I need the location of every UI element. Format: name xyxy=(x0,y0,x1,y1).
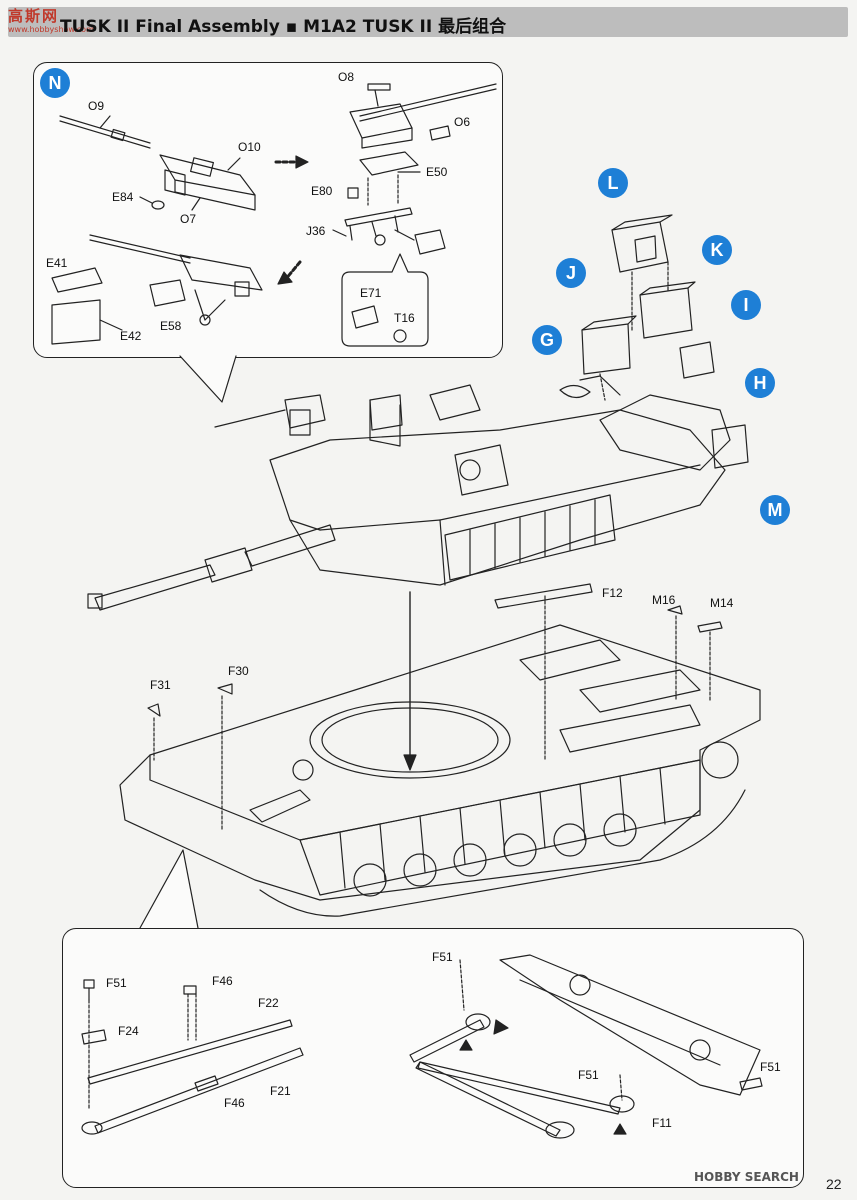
part-label: E41 xyxy=(46,256,68,270)
part-f31 xyxy=(147,703,161,717)
part-label: T16 xyxy=(394,311,415,325)
part-label: F24 xyxy=(118,1024,139,1038)
part-e50 xyxy=(359,151,419,176)
part-label: F46 xyxy=(212,974,233,988)
mg-receiver-o10 xyxy=(159,154,256,211)
part-e41 xyxy=(51,267,103,293)
step-marker-m: M xyxy=(760,495,790,525)
part-m16 xyxy=(667,605,683,615)
part-label: E58 xyxy=(160,319,182,333)
mount-j36 xyxy=(332,187,413,246)
arrow-right-icon xyxy=(274,155,309,169)
part-label: E84 xyxy=(112,190,134,204)
part-label: O7 xyxy=(180,212,197,226)
part-m14 xyxy=(697,621,723,633)
part-label: F12 xyxy=(602,586,623,600)
part-label: E50 xyxy=(426,165,448,179)
part-label: O9 xyxy=(88,99,105,113)
tow-bar-install xyxy=(409,954,763,1139)
part-label: E71 xyxy=(360,286,382,300)
part-label: E42 xyxy=(120,329,142,343)
step-marker-n: N xyxy=(40,68,70,98)
step-marker-h: H xyxy=(745,368,775,398)
step-marker-j: J xyxy=(556,258,586,288)
step-marker-g: G xyxy=(532,325,562,355)
callout-e71 xyxy=(341,253,429,347)
part-e84 xyxy=(151,200,165,210)
part-e71-box xyxy=(414,229,446,255)
turret xyxy=(87,375,731,611)
part-label: O8 xyxy=(338,70,355,84)
part-label: M14 xyxy=(710,596,734,610)
part-label: F30 xyxy=(228,664,249,678)
step-marker-l: L xyxy=(598,168,628,198)
part-label: O10 xyxy=(238,140,261,154)
part-label: E80 xyxy=(311,184,333,198)
step-marker-i: I xyxy=(731,290,761,320)
logo-text: 高斯网 xyxy=(8,7,60,25)
part-label: F21 xyxy=(270,1084,291,1098)
logo-url: www.hobbyshow.com xyxy=(8,25,94,34)
part-label: M16 xyxy=(652,593,676,607)
tow-bar-parts xyxy=(81,979,304,1135)
part-f12 xyxy=(494,583,593,609)
mg-barrel-o9 xyxy=(59,115,151,149)
part-label: J36 xyxy=(306,224,326,238)
header-bar xyxy=(8,7,848,37)
arrow-down-left-icon xyxy=(277,260,302,285)
part-label: F51 xyxy=(760,1060,781,1074)
part-label: F11 xyxy=(652,1116,672,1130)
page-number: 22 xyxy=(826,1176,842,1192)
part-f30 xyxy=(217,683,233,695)
part-label: F46 xyxy=(224,1096,245,1110)
mg-lower-assembly xyxy=(89,234,263,326)
page-title: TUSK II Final Assembly ▪ M1A2 TUSK II 最后… xyxy=(60,17,507,37)
part-label: F51 xyxy=(432,950,453,964)
mg-assembled xyxy=(349,83,497,149)
hull xyxy=(119,624,761,917)
part-label: F31 xyxy=(150,678,171,692)
callout-pointer-n xyxy=(179,355,237,403)
stowage-boxes xyxy=(559,214,749,469)
part-e42 xyxy=(51,299,101,345)
part-label: F22 xyxy=(258,996,279,1010)
site-logo: 高斯网 www.hobbyshow.com xyxy=(8,5,94,39)
hobby-search-logo: HOBBY SEARCH xyxy=(694,1170,799,1184)
part-label: F51 xyxy=(106,976,127,990)
part-label: F51 xyxy=(578,1068,599,1082)
part-label: O6 xyxy=(454,115,471,129)
detail-frame-tow-bars xyxy=(62,928,804,1188)
callout-pointer-bottom xyxy=(139,849,199,929)
step-marker-k: K xyxy=(702,235,732,265)
